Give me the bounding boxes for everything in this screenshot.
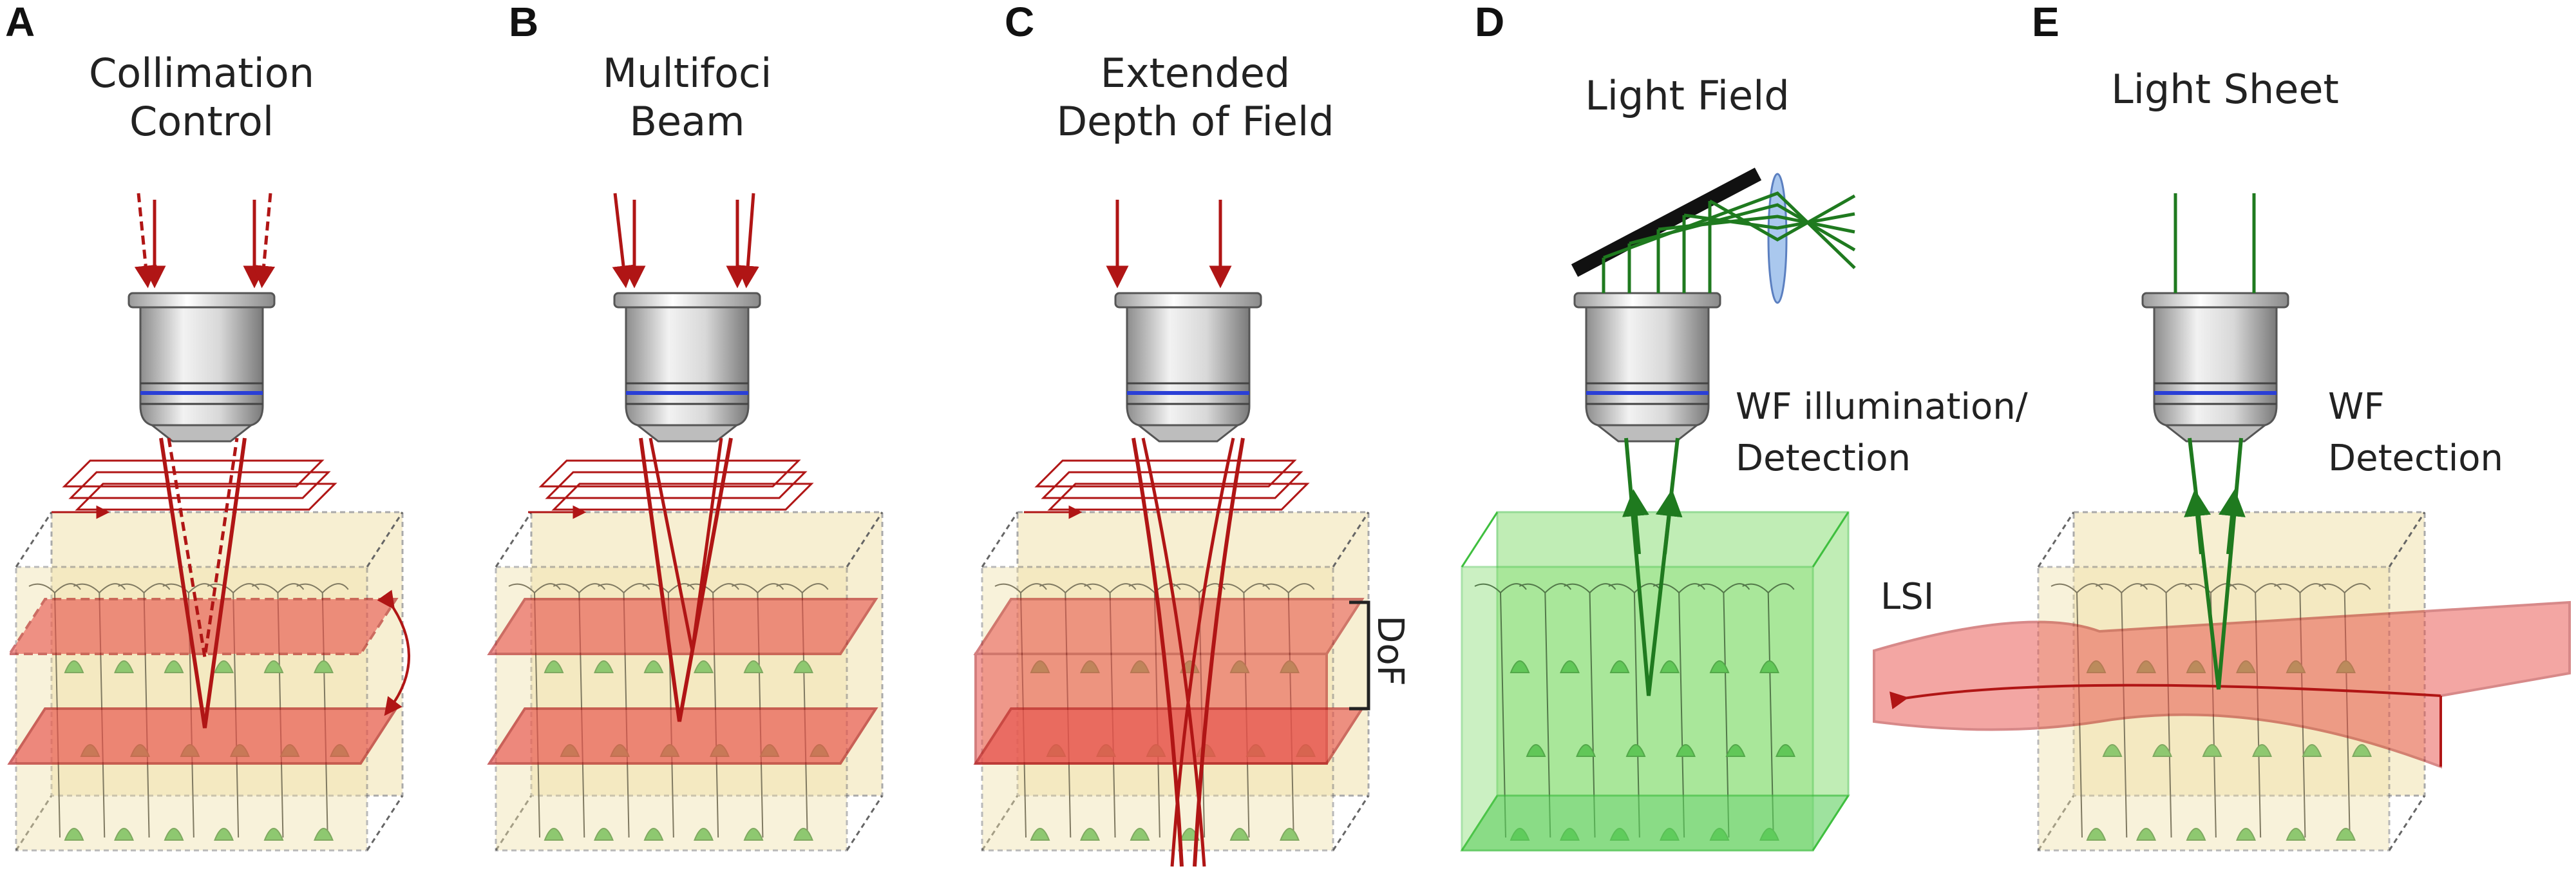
microscope-objective-icon — [2141, 292, 2289, 443]
microscope-objective-icon — [613, 292, 761, 443]
detection-arrow — [2184, 489, 2211, 555]
beam-ray — [736, 193, 759, 289]
detection-ray — [1683, 212, 1855, 230]
panel-c-title-line1: Extended — [1101, 50, 1290, 97]
panel-letter-c: C — [1005, 0, 1034, 45]
focal-plane — [487, 707, 878, 765]
focal-plane — [7, 598, 399, 655]
neuron-volume-icon — [495, 511, 884, 852]
dof-label: DoF — [1369, 615, 1411, 686]
detection-ray — [1629, 203, 1856, 252]
panel-e-label-line2: Detection — [2328, 437, 2503, 479]
detection-arrow — [1655, 489, 1683, 555]
detection-arrow — [2219, 489, 2246, 555]
beam-ray — [134, 193, 157, 289]
refocus-arrow — [377, 589, 410, 716]
detection-ray — [1658, 215, 1855, 234]
beam-cone — [649, 437, 723, 651]
panel-d-label-line2: Detection — [1736, 437, 1911, 479]
panel-letter-b: B — [509, 0, 538, 45]
panel-letter-a: A — [5, 0, 35, 45]
beam-cone — [167, 437, 239, 658]
panel-a-title-line2: Control — [129, 98, 274, 145]
microscope-objective-icon — [1573, 292, 1721, 443]
beam-cone — [159, 437, 247, 729]
scan-raster — [1024, 459, 1310, 519]
detection-arrow — [1622, 489, 1649, 555]
focal-plane — [487, 598, 878, 655]
beam-cone — [639, 437, 733, 722]
lsi-label: LSI — [1880, 576, 1934, 618]
light-sheet-edge — [1889, 684, 2441, 710]
panel-b-title-line2: Beam — [629, 98, 744, 145]
green-floor-plane — [1460, 794, 1850, 852]
mirror-icon — [1571, 168, 1762, 277]
panel-letter-d: D — [1475, 0, 1504, 45]
panel-d-label-line1: WF illumination/ — [1736, 386, 2028, 428]
light-sheet — [1873, 600, 2571, 769]
panel-d-title: Light Field — [1585, 72, 1790, 119]
detection-ray — [1709, 194, 1856, 242]
beam-ray — [612, 193, 635, 289]
bessel-beam — [1141, 437, 1235, 867]
dof-bracket — [1349, 600, 1370, 711]
microscope-objective-icon — [128, 292, 276, 443]
panel-letter-e: E — [2032, 0, 2060, 45]
scan-raster — [528, 459, 814, 519]
panel-c-title-line2: Depth of Field — [1056, 98, 1334, 145]
panel-e-title: Light Sheet — [2111, 66, 2339, 113]
panel-e-label-line1: WF — [2328, 386, 2385, 428]
scan-raster — [52, 459, 337, 519]
beam-ray — [252, 193, 276, 289]
microscope-objective-icon — [1114, 292, 1262, 443]
panel-b-title-line1: Multifoci — [603, 50, 772, 97]
panel-a-title-line1: Collimation — [89, 50, 314, 97]
